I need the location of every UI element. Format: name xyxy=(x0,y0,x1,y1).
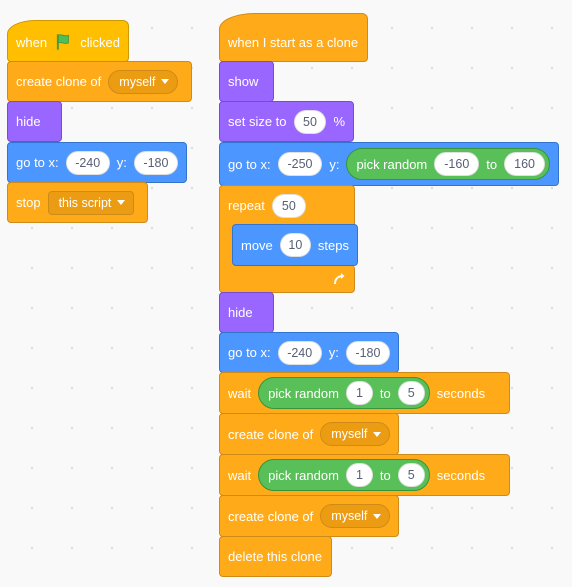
hide-block[interactable]: hide xyxy=(7,101,62,142)
repeat-count-input[interactable]: 50 xyxy=(271,193,306,218)
percent-label: % xyxy=(333,114,345,129)
random-to-input[interactable]: 160 xyxy=(504,152,545,176)
seconds-label: seconds xyxy=(436,385,486,401)
stop-block[interactable]: stop this script xyxy=(7,182,148,223)
stop-option-value: this script xyxy=(58,195,112,210)
pick-random-label: pick random xyxy=(268,467,339,483)
clone-target-dropdown[interactable]: myself xyxy=(320,422,391,446)
delete-this-clone-block[interactable]: delete this clone xyxy=(219,536,332,577)
random-to-label: to xyxy=(486,156,498,172)
create-clone-block[interactable]: create clone of myself xyxy=(219,413,399,455)
y-input[interactable]: -180 xyxy=(133,150,178,175)
hide-label: hide xyxy=(228,305,253,320)
y-label: y: xyxy=(328,345,339,360)
hat-label: when I start as a clone xyxy=(228,35,359,50)
move-label: move xyxy=(241,237,273,253)
clone-target-value: myself xyxy=(119,74,156,89)
hide-label: hide xyxy=(16,114,41,129)
show-block[interactable]: show xyxy=(219,61,274,102)
chevron-down-icon xyxy=(161,79,170,84)
create-clone-label: create clone of xyxy=(228,508,314,524)
repeat-block-arm xyxy=(219,224,235,266)
clone-target-value: myself xyxy=(331,509,368,523)
stop-label: stop xyxy=(16,195,41,210)
create-clone-block[interactable]: create clone of myself xyxy=(7,61,192,102)
steps-input[interactable]: 10 xyxy=(279,233,311,257)
clicked-label: clicked xyxy=(80,34,120,50)
set-size-block[interactable]: set size to 50 % xyxy=(219,101,354,142)
wait-random-block[interactable]: wait pick random 1 to 5 seconds xyxy=(219,454,510,496)
repeat-block-bottom[interactable] xyxy=(219,265,355,293)
wait-label: wait xyxy=(228,467,252,483)
when-flag-clicked-hat-block[interactable]: when clicked xyxy=(7,20,129,62)
go-to-xy-block[interactable]: go to x: -240 y: -180 xyxy=(7,142,187,183)
green-flag-icon xyxy=(56,34,69,50)
set-size-label: set size to xyxy=(228,114,287,129)
clone-target-dropdown[interactable]: myself xyxy=(108,69,179,94)
create-clone-label: create clone of xyxy=(228,426,314,442)
y-label: y: xyxy=(116,155,127,170)
when-label: when xyxy=(16,34,48,50)
random-from-input[interactable]: 1 xyxy=(345,381,373,405)
delete-this-clone-label: delete this clone xyxy=(228,549,322,564)
random-from-input[interactable]: -160 xyxy=(434,152,480,176)
clone-target-dropdown[interactable]: myself xyxy=(320,504,391,528)
random-to-label: to xyxy=(379,385,391,401)
clone-target-value: myself xyxy=(331,427,368,441)
repeat-block-top[interactable]: repeat 50 xyxy=(219,185,355,225)
pick-random-reporter[interactable]: pick random 1 to 5 xyxy=(258,377,430,409)
x-input[interactable]: -250 xyxy=(277,152,323,176)
seconds-label: seconds xyxy=(436,467,486,483)
pick-random-label: pick random xyxy=(356,156,428,172)
pick-random-reporter[interactable]: pick random -160 to 160 xyxy=(346,148,550,180)
pick-random-label: pick random xyxy=(268,385,339,401)
hide-block[interactable]: hide xyxy=(219,292,274,333)
steps-label: steps xyxy=(317,237,349,253)
go-to-xy-random-block[interactable]: go to x: -250 y: pick random -160 to 160 xyxy=(219,142,559,186)
go-to-xy-block[interactable]: go to x: -240 y: -180 xyxy=(219,332,399,373)
chevron-down-icon xyxy=(373,513,382,519)
x-input[interactable]: -240 xyxy=(277,340,322,365)
x-input[interactable]: -240 xyxy=(65,150,110,175)
random-to-label: to xyxy=(379,467,391,483)
size-input[interactable]: 50 xyxy=(293,109,327,134)
create-clone-label: create clone of xyxy=(16,74,102,89)
repeat-label: repeat xyxy=(228,198,265,213)
wait-label: wait xyxy=(228,385,252,401)
show-label: show xyxy=(228,74,259,89)
y-input[interactable]: -180 xyxy=(345,340,390,365)
when-i-start-as-clone-hat-block[interactable]: when I start as a clone xyxy=(219,13,368,62)
stop-option-dropdown[interactable]: this script xyxy=(47,190,135,215)
random-to-input[interactable]: 5 xyxy=(397,381,425,405)
wait-random-block[interactable]: wait pick random 1 to 5 seconds xyxy=(219,372,510,414)
chevron-down-icon xyxy=(373,431,382,437)
create-clone-block[interactable]: create clone of myself xyxy=(219,495,399,537)
loop-arrow-icon xyxy=(334,272,345,284)
pick-random-reporter[interactable]: pick random 1 to 5 xyxy=(258,459,430,491)
go-to-x-label: go to x: xyxy=(16,155,59,170)
random-from-input[interactable]: 1 xyxy=(345,463,373,487)
chevron-down-icon xyxy=(117,200,126,205)
go-to-x-label: go to x: xyxy=(228,345,271,360)
random-to-input[interactable]: 5 xyxy=(397,463,425,487)
move-steps-block[interactable]: move 10 steps xyxy=(232,224,358,266)
y-label: y: xyxy=(329,156,340,172)
go-to-x-label: go to x: xyxy=(228,156,271,172)
